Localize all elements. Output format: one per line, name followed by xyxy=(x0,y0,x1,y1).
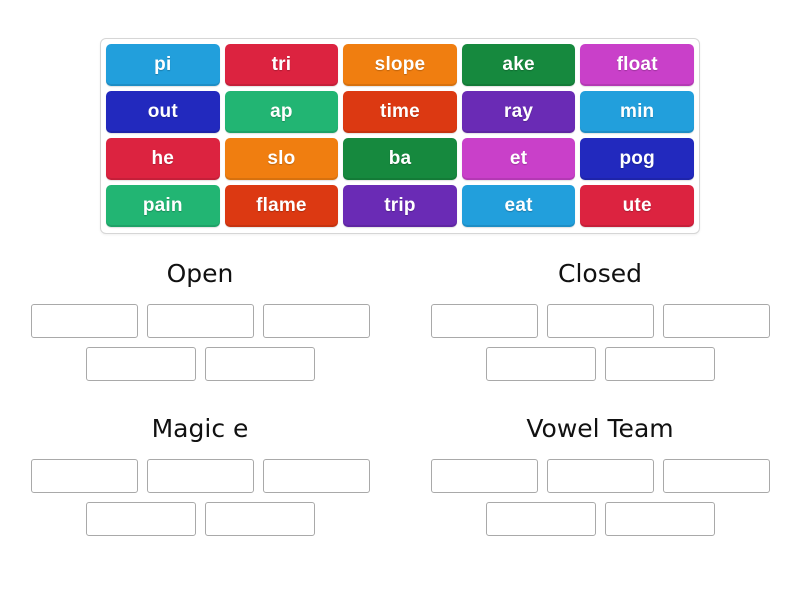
drop-slot-row xyxy=(400,502,800,536)
word-tile[interactable]: ap xyxy=(224,91,339,133)
word-tile[interactable]: pog xyxy=(580,138,694,180)
word-tile[interactable]: ake xyxy=(461,44,576,86)
tile-row: pi tri slope ake float xyxy=(106,44,694,86)
word-tile[interactable]: time xyxy=(343,91,457,133)
drop-slot-row xyxy=(0,347,400,381)
drop-slot[interactable] xyxy=(30,304,138,338)
tile-row: he slo ba et pog xyxy=(106,138,694,180)
word-tile[interactable]: ute xyxy=(580,185,694,227)
word-tile[interactable]: flame xyxy=(224,185,339,227)
category-magic-e: Magic e xyxy=(0,405,400,560)
drop-slot[interactable] xyxy=(262,304,370,338)
word-tile[interactable]: slope xyxy=(343,44,457,86)
category-title: Magic e xyxy=(151,414,249,443)
word-tile[interactable]: ray xyxy=(461,91,576,133)
drop-slot[interactable] xyxy=(485,502,596,536)
drop-slot[interactable] xyxy=(30,459,138,493)
drop-slot[interactable] xyxy=(662,304,770,338)
drop-slot[interactable] xyxy=(146,304,254,338)
drop-slot[interactable] xyxy=(204,502,315,536)
drop-slot-row xyxy=(400,347,800,381)
drop-slot-row xyxy=(0,502,400,536)
category-open: Open xyxy=(0,250,400,405)
drop-slot[interactable] xyxy=(204,347,315,381)
drop-slot[interactable] xyxy=(85,347,196,381)
category-closed: Closed xyxy=(400,250,800,405)
word-tile[interactable]: slo xyxy=(224,138,339,180)
drop-slot[interactable] xyxy=(546,459,654,493)
word-tile[interactable]: trip xyxy=(343,185,457,227)
category-grid: Open Closed Magic e xyxy=(0,250,800,600)
drop-slot-row xyxy=(400,304,800,338)
drop-slot[interactable] xyxy=(430,304,538,338)
word-tile[interactable]: float xyxy=(580,44,694,86)
drop-slot[interactable] xyxy=(146,459,254,493)
drop-slot-row xyxy=(400,459,800,493)
word-tile[interactable]: pi xyxy=(106,44,220,86)
category-title: Vowel Team xyxy=(526,414,674,443)
word-tile[interactable]: tri xyxy=(224,44,339,86)
drop-slot[interactable] xyxy=(604,502,715,536)
tile-row: out ap time ray min xyxy=(106,91,694,133)
word-tile[interactable]: out xyxy=(106,91,220,133)
tile-row: pain flame trip eat ute xyxy=(106,185,694,227)
drop-slot[interactable] xyxy=(485,347,596,381)
drop-slot[interactable] xyxy=(604,347,715,381)
word-tile[interactable]: he xyxy=(106,138,220,180)
drop-slot[interactable] xyxy=(85,502,196,536)
category-vowel-team: Vowel Team xyxy=(400,405,800,560)
word-tile[interactable]: eat xyxy=(461,185,576,227)
drop-slot-row xyxy=(0,304,400,338)
drop-slot-row xyxy=(0,459,400,493)
word-tile[interactable]: et xyxy=(461,138,576,180)
category-title: Closed xyxy=(558,259,642,288)
drop-slot[interactable] xyxy=(430,459,538,493)
drop-slot[interactable] xyxy=(262,459,370,493)
drop-slot[interactable] xyxy=(662,459,770,493)
tile-bank: pi tri slope ake float out ap time ray m… xyxy=(100,38,700,234)
word-tile[interactable]: ba xyxy=(343,138,457,180)
word-tile[interactable]: pain xyxy=(106,185,220,227)
category-title: Open xyxy=(166,259,234,288)
word-tile[interactable]: min xyxy=(580,91,694,133)
drop-slot[interactable] xyxy=(546,304,654,338)
